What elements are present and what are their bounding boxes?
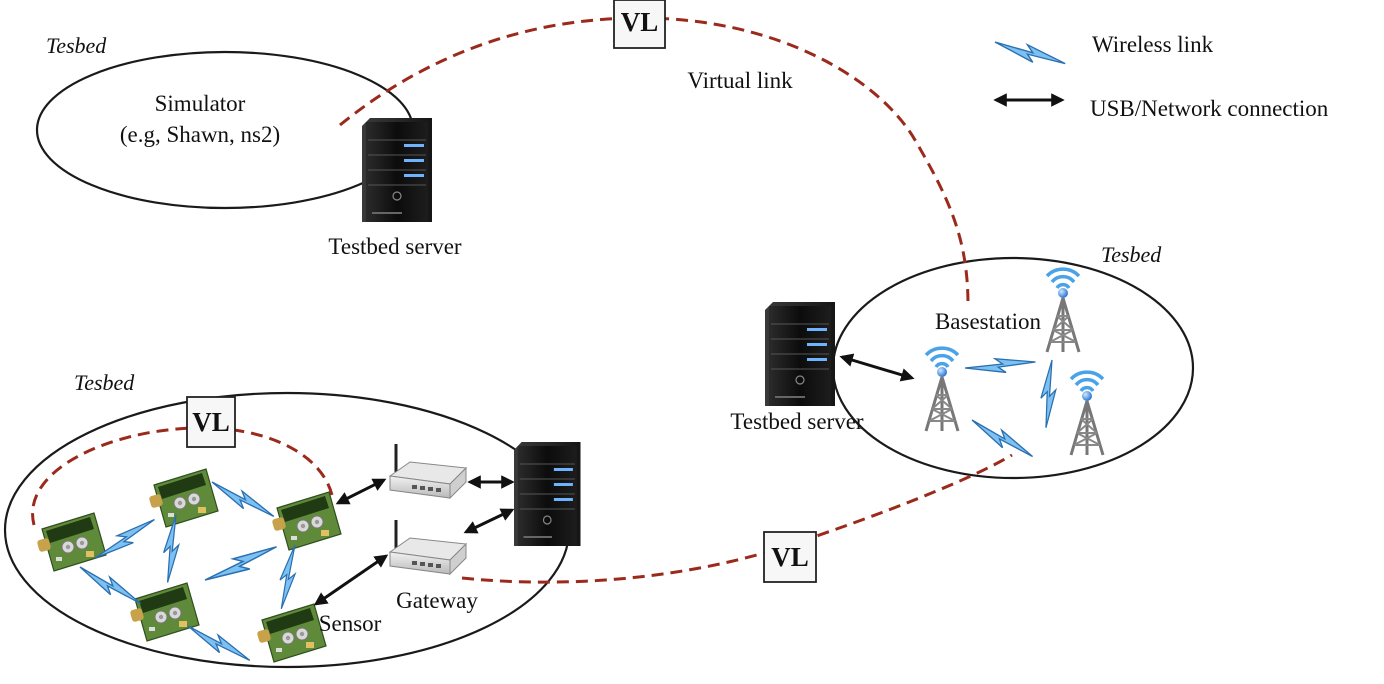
testbed-server-label-right: Testbed server	[730, 409, 863, 434]
double-arrow-icon	[839, 353, 915, 382]
legend-wireless-label: Wireless link	[1092, 32, 1214, 57]
vl-label: VL	[621, 7, 659, 37]
vl-label: VL	[771, 542, 809, 572]
testbed-label-top: Tesbed	[46, 33, 107, 58]
server-tower-icon	[361, 117, 433, 223]
sensor-board-icon	[128, 582, 200, 642]
sensor-board-icon	[35, 512, 107, 572]
lightning-bolt-icon	[964, 342, 1037, 388]
vl-box-bottom-left: VL	[186, 396, 236, 448]
radio-tower-icon	[1069, 370, 1105, 457]
sensor-board-icon	[255, 603, 327, 663]
vl-box-bottom-right: VL	[763, 531, 817, 583]
testbed-label-bottom: Tesbed	[74, 370, 135, 395]
lightning-bolt-icon	[94, 505, 156, 573]
virtual-link-label: Virtual link	[687, 68, 793, 93]
lightning-bolt-icon	[966, 419, 1039, 458]
vl-label: VL	[192, 407, 230, 437]
simulator-title: Simulator	[155, 91, 246, 116]
gateway-router-icon	[388, 442, 468, 500]
testbed-server-label-top: Testbed server	[328, 234, 461, 259]
virtual-link-main	[339, 16, 970, 306]
double-arrow-icon	[313, 554, 389, 606]
radio-tower-icon	[924, 346, 960, 433]
sensor-label: Sensor	[319, 611, 382, 636]
radio-tower-icon	[1045, 267, 1081, 354]
lightning-bolt-icon	[994, 41, 1066, 65]
sensor-board-icon	[147, 468, 219, 528]
basestation-label: Basestation	[935, 309, 1042, 334]
server-tower-icon	[513, 441, 582, 547]
server-tower-icon	[764, 301, 836, 407]
vl-box-top: VL	[613, 0, 666, 49]
gateway-label: Gateway	[396, 588, 478, 613]
legend-usb-label: USB/Network connection	[1090, 96, 1329, 121]
gateway-router-icon	[388, 518, 468, 576]
lightning-bolt-icon	[275, 544, 302, 610]
lightning-bolt-icon	[204, 528, 278, 598]
lightning-bolt-icon	[74, 566, 147, 605]
double-arrow-icon	[335, 478, 387, 505]
testbed-label-right: Tesbed	[1101, 242, 1162, 267]
lightning-bolt-icon	[1031, 359, 1067, 429]
lightning-bolt-icon	[183, 625, 255, 662]
sensor-board-icon	[270, 491, 342, 551]
simulator-examples: (e.g, Shawn, ns2)	[120, 122, 280, 147]
double-arrow-icon	[463, 508, 515, 534]
